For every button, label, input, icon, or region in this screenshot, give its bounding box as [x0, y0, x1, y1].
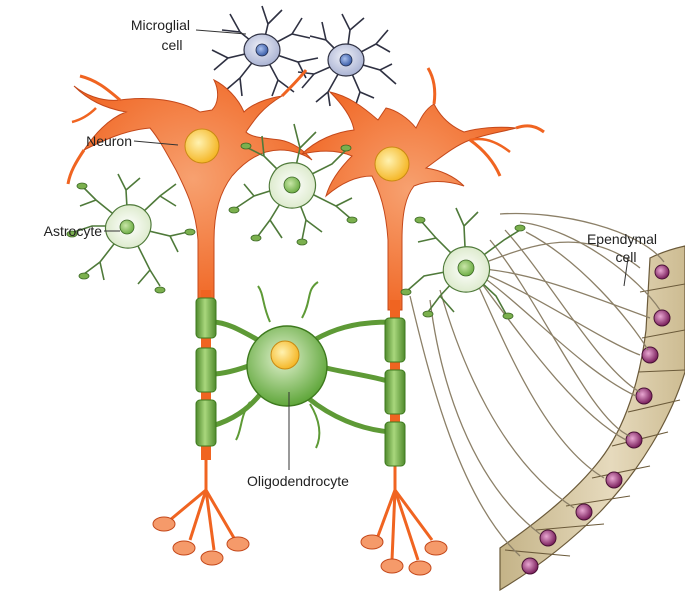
leader-lines: [104, 29, 629, 470]
microglial-cells: [211, 5, 397, 107]
ependymal-label-line1: Ependymal: [587, 231, 657, 247]
neuron-right: [300, 91, 517, 311]
astrocyte-middle: [228, 123, 358, 246]
neuron-left-nucleus: [184, 128, 220, 164]
astrocyte-right: [400, 207, 526, 320]
neuron-right-nucleus: [374, 146, 410, 182]
axon-terminals-left: [169, 450, 236, 551]
microglia-bodies: [243, 33, 365, 77]
microglial-label-line1: Microglial: [131, 17, 190, 33]
oligodendrocyte-label: Oligodendrocyte: [247, 473, 349, 489]
microglial-label-line2: cell: [161, 37, 182, 53]
oligodendrocyte: [209, 281, 395, 449]
astrocyte-left: [66, 173, 196, 294]
neuron-label: Neuron: [86, 133, 132, 149]
ependymal-lining: [499, 245, 685, 592]
astrocyte-label: Astrocyte: [44, 223, 103, 239]
astrocytes: [66, 123, 526, 320]
ependymal-layer: [499, 245, 685, 592]
myelin-sheaths: [195, 297, 406, 467]
neuron-left: [73, 78, 313, 301]
axon-terminals-right: [376, 450, 434, 561]
astrocyte-fibers: [409, 212, 665, 557]
neurons: [66, 67, 545, 576]
ependymal-label-line2: cell: [615, 249, 636, 265]
